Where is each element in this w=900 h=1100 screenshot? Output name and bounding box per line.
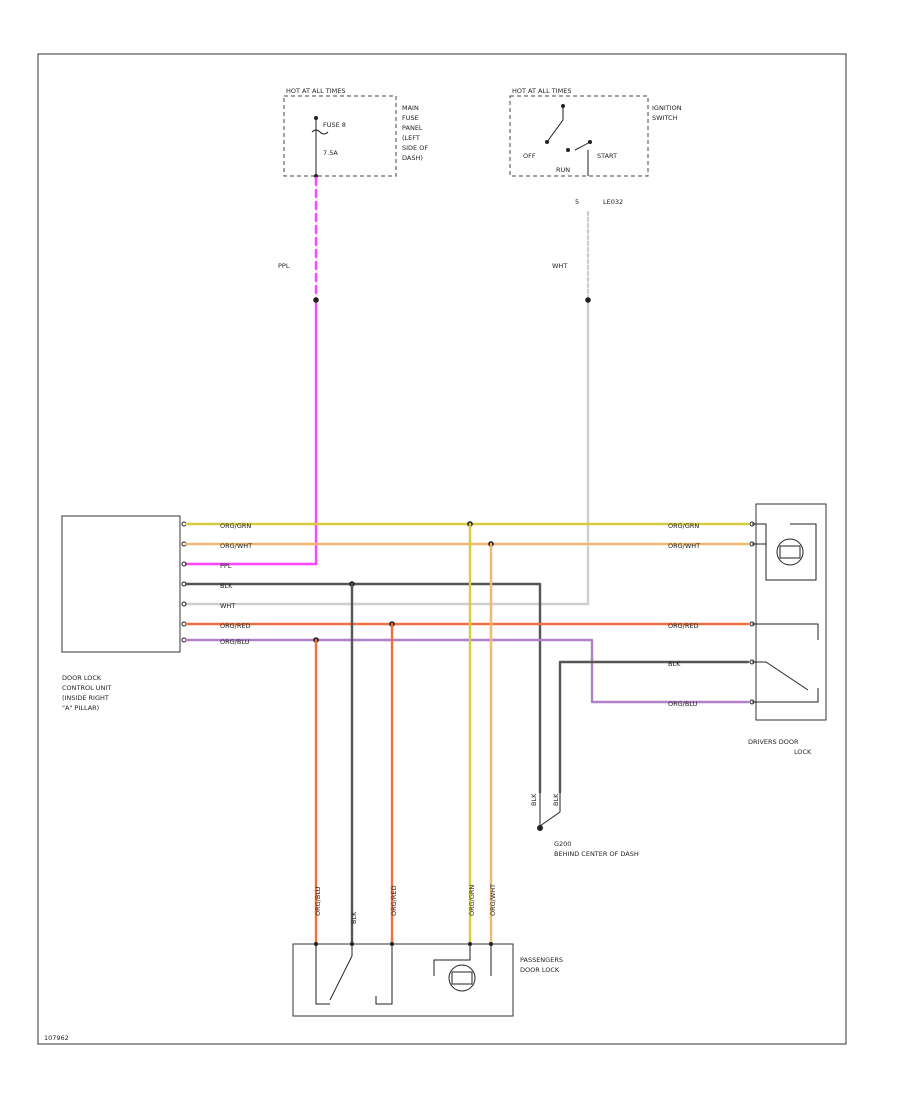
ignition-off-label: OFF: [523, 152, 536, 160]
org-red-label-right: ORG/RED: [668, 622, 699, 630]
ppl-top-label: PPL: [278, 262, 290, 270]
vertical-org-red-label: ORG/RED: [390, 886, 398, 917]
diagram-border: [37, 53, 847, 1045]
fuse-location-2: FUSE: [402, 114, 419, 122]
fuse-location-3: PANEL: [402, 124, 423, 132]
ground-location-label: BEHIND CENTER OF DASH: [554, 850, 639, 858]
ignition-outline: [509, 95, 649, 177]
ignition-name-2: SWITCH: [652, 114, 678, 122]
ignition-switch-blade: [546, 119, 564, 143]
org-grn-label: ORG/GRN: [220, 522, 251, 530]
org-blu-label-right: ORG/BLU: [668, 700, 698, 708]
fuse-panel-outline: [283, 95, 397, 177]
ground-blk-label-1: BLK: [530, 793, 538, 806]
ignition-switch: HOT AT ALL TIMES OFF START RUN IGNITION …: [509, 87, 682, 206]
drivers-lock-box: [755, 503, 827, 721]
figure-id: 107962: [44, 1034, 69, 1042]
org-red-label: ORG/RED: [220, 622, 251, 630]
org-wht-label: ORG/WHT: [220, 542, 252, 550]
control-unit-label-1: DOOR LOCK: [62, 674, 102, 682]
fuse-terminal-bottom: [314, 174, 318, 178]
ground-blk-label-2: BLK: [552, 793, 560, 806]
org-blu-label: ORG/BLU: [220, 638, 250, 646]
ignition-connector-label: LE032: [603, 198, 623, 206]
ignition-pin-label: 5: [575, 198, 579, 206]
passengers-lock-motor-icon: [448, 964, 476, 992]
passengers-door-lock: PASSENGERS DOOR LOCK: [292, 942, 563, 1017]
fuse-hot-label: HOT AT ALL TIMES: [286, 87, 346, 95]
fuse-location-4: (LEFT: [402, 134, 420, 142]
fuse-location-6: DASH): [402, 154, 423, 162]
blk-harness: [184, 582, 542, 794]
vertical-blk-label: BLK: [350, 911, 358, 924]
vertical-org-wht-label: ORG/WHT: [489, 884, 497, 916]
org-wht-label-right: ORG/WHT: [668, 542, 700, 550]
fuse-name-label: FUSE 8: [323, 121, 346, 129]
passengers-lock-box: [292, 943, 514, 1017]
blk-driver-ground: [558, 660, 750, 794]
ignition-hot-label: HOT AT ALL TIMES: [512, 87, 572, 95]
fuse-location-1: MAIN: [402, 104, 419, 112]
wht-splice: [585, 297, 591, 303]
ground-g200: BLK BLK G200 BEHIND CENTER OF DASH: [530, 792, 639, 858]
org-blu-harness: [184, 638, 750, 704]
fuse-box: HOT AT ALL TIMES FUSE 8 7.5A MAIN FUSE P…: [283, 87, 428, 178]
passengers-lock-switch-icon: [329, 955, 353, 1001]
ignition-start-label: START: [597, 152, 617, 160]
door-lock-control-unit: DOOR LOCK CONTROL UNIT (INSIDE RIGHT "A"…: [61, 515, 187, 712]
fuse-location-5: SIDE OF: [402, 144, 428, 152]
drivers-door-lock: DRIVERS DOOR LOCK: [748, 503, 827, 756]
drivers-lock-label-1: DRIVERS DOOR: [748, 738, 799, 746]
ppl-splice: [313, 297, 319, 303]
ppl-label: PPL: [220, 562, 232, 570]
ignition-name-1: IGNITION: [652, 104, 682, 112]
fuse-terminal-top: [314, 116, 318, 120]
control-unit-label-3: (INSIDE RIGHT: [62, 694, 109, 702]
blk-label-right: BLK: [668, 660, 681, 668]
drivers-lock-switch-icon: [765, 661, 809, 691]
vertical-org-blu-label: ORG/BLU: [314, 886, 322, 916]
control-unit-label-2: CONTROL UNIT: [62, 684, 111, 692]
ground-icon: [537, 825, 543, 831]
ignition-run-label: RUN: [556, 166, 570, 174]
control-unit-box: [61, 515, 181, 653]
passengers-lock-label-1: PASSENGERS: [520, 956, 563, 964]
vertical-org-grn-label: ORG/GRN: [468, 885, 476, 916]
blk-label: BLK: [220, 582, 233, 590]
fuse-icon: [311, 129, 329, 135]
wht-top-label: WHT: [552, 262, 567, 270]
org-grn-label-right: ORG/GRN: [668, 522, 699, 530]
wht-label: WHT: [220, 602, 235, 610]
passengers-lock-label-2: DOOR LOCK: [520, 966, 560, 974]
ground-id-label: G200: [554, 840, 571, 848]
fuse-rating-label: 7.5A: [323, 149, 338, 157]
drivers-lock-label-2: LOCK: [794, 748, 812, 756]
drivers-lock-motor-icon: [776, 538, 804, 566]
control-unit-label-4: "A" PILLAR): [62, 704, 99, 712]
